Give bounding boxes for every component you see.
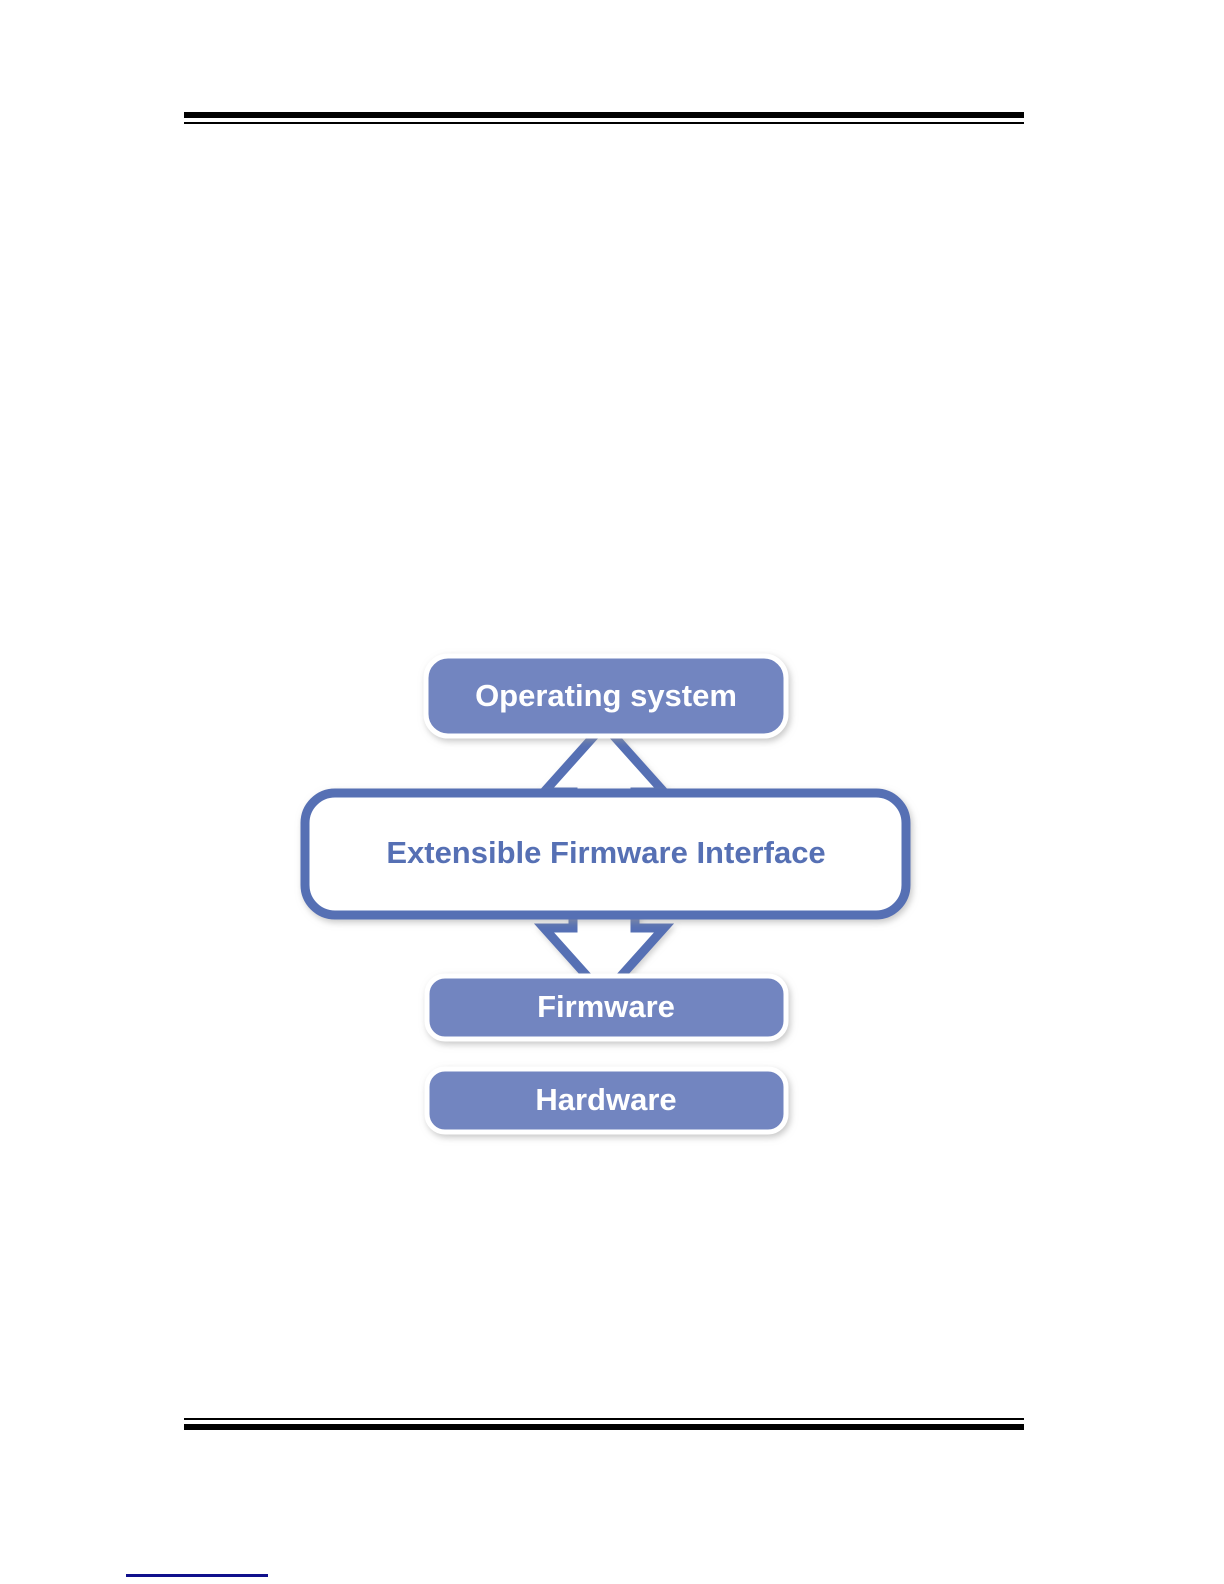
node-hardware[interactable]: Hardware: [424, 1066, 789, 1135]
hardware-label: Hardware: [535, 1082, 676, 1117]
firmware-label: Firmware: [537, 989, 675, 1024]
firmware-box[interactable]: [424, 973, 789, 1042]
header-rule-thin: [184, 122, 1024, 124]
extensible-firmware-interface-label: Extensible Firmware Interface: [386, 835, 825, 870]
extensible-firmware-interface-box[interactable]: [300, 788, 911, 920]
footer-rule-thin: [184, 1418, 1024, 1420]
operating-system-box[interactable]: [423, 653, 789, 739]
node-extensible-firmware-interface[interactable]: Extensible Firmware Interface: [300, 788, 911, 920]
header-rule: [184, 112, 1024, 124]
node-firmware[interactable]: Firmware: [424, 973, 789, 1042]
hardware-box[interactable]: [424, 1066, 789, 1135]
footnote-separator: [126, 1574, 268, 1577]
header-rule-thick: [184, 112, 1024, 118]
footer-rule: [184, 1418, 1024, 1430]
node-operating-system[interactable]: Operating system: [423, 653, 789, 739]
operating-system-label: Operating system: [475, 678, 737, 713]
footer-rule-thick: [184, 1424, 1024, 1430]
